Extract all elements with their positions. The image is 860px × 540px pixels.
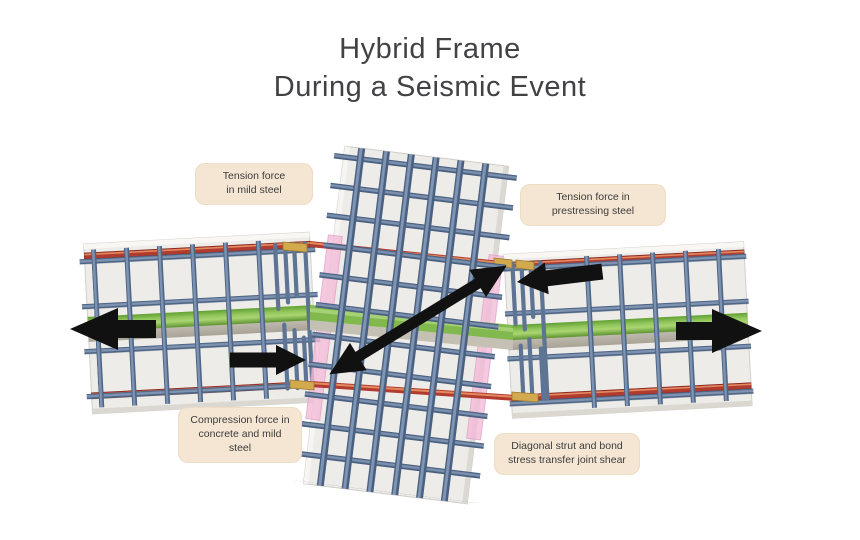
force-arrows [70, 262, 762, 375]
callout-tension-mild-steel: Tension force in mild steel [195, 163, 313, 205]
right-beam-top-highlight [503, 241, 744, 260]
left-beam-bottom-shadow [92, 396, 319, 414]
title-line-2: During a Seismic Event [273, 71, 587, 103]
right-beam-stirrups [564, 247, 750, 410]
arrow-compression-force [230, 345, 306, 375]
coupler-bottom-right [511, 391, 539, 403]
callout-tension-prestressing-steel: Tension force in prestressing steel [520, 184, 666, 226]
callout-diagonal-strut: Diagonal strut and bond stress transfer … [494, 433, 640, 475]
callout-compression-force: Compression force in concrete and mild s… [178, 407, 302, 463]
arrow-right-beam-outward [676, 309, 762, 353]
diagram-title: Hybrid Frame During a Seismic Event [0, 30, 860, 106]
left-beam-top-highlight [83, 232, 310, 250]
left-beam-stirrups [91, 240, 272, 408]
arrow-diagonal-strut [329, 265, 507, 375]
title-line-1: Hybrid Frame [339, 33, 521, 65]
right-beam-hooked-bars [510, 260, 550, 402]
coupler-top-left [282, 241, 308, 253]
arrow-left-beam-outward [70, 308, 156, 350]
right-beam-bottom-shadow [512, 400, 753, 419]
arrow-prestress-tension [517, 262, 604, 295]
coupler-top-right-b [515, 259, 535, 271]
right-beam [502, 241, 754, 419]
